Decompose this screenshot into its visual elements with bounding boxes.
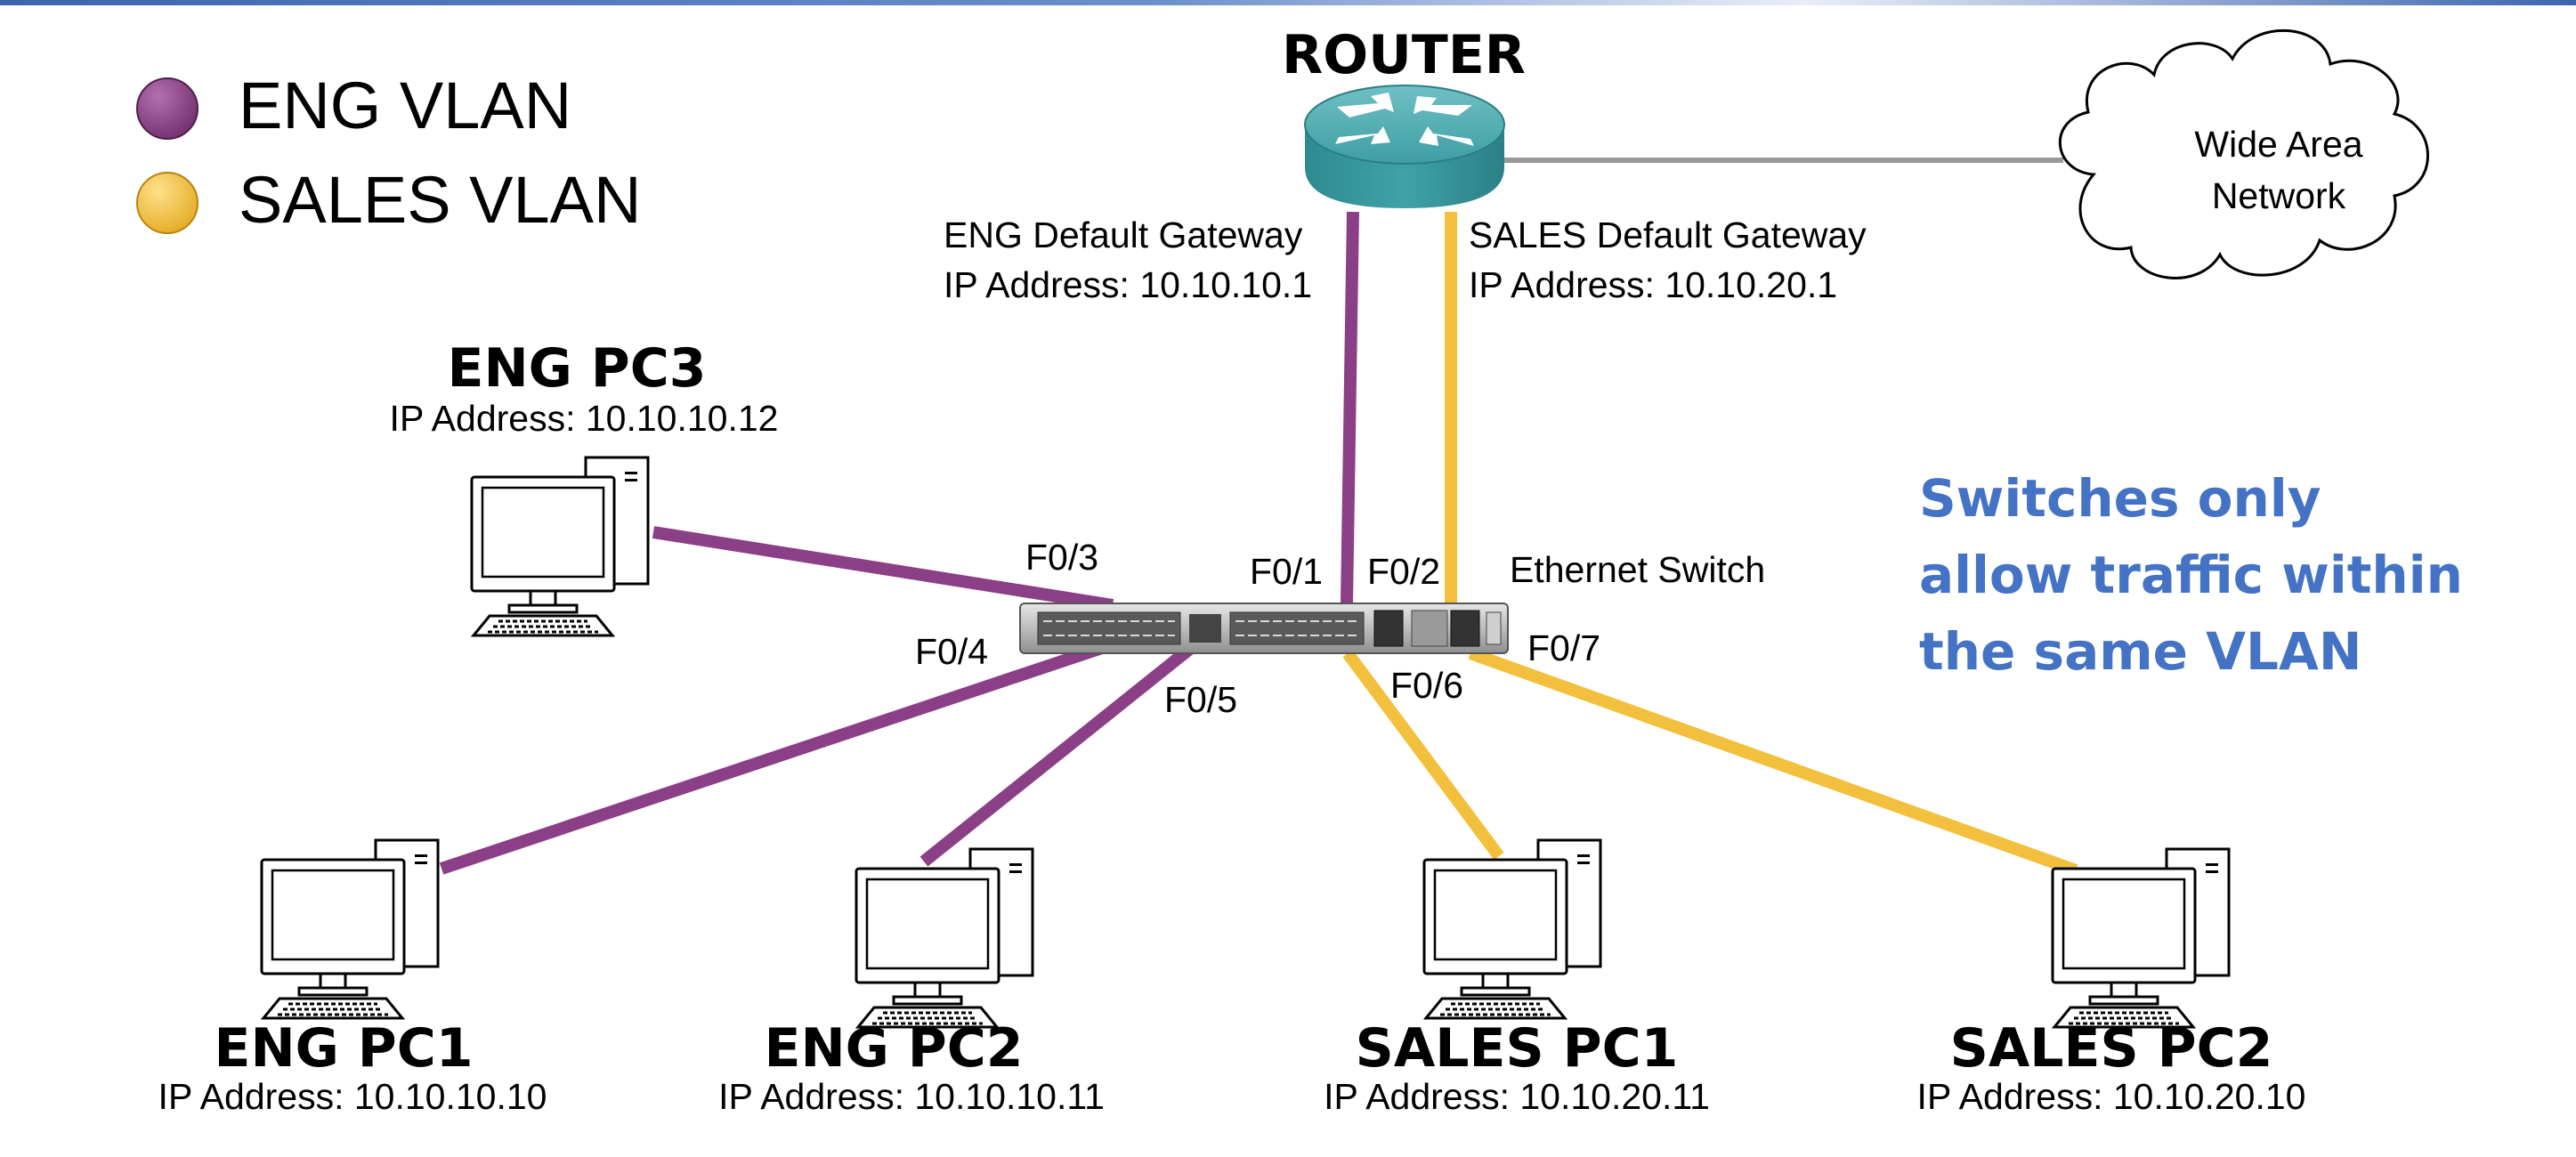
port-f02: F0/2 <box>1367 551 1440 592</box>
note-line3: the same VLAN <box>1919 621 2361 682</box>
wan-label-line2: Network <box>2212 175 2346 216</box>
port-f04: F0/4 <box>915 631 988 672</box>
router: ROUTER <box>1282 24 1526 208</box>
computer-icon <box>855 847 1034 1029</box>
router-title: ROUTER <box>1282 24 1526 86</box>
note-line1: Switches only <box>1919 468 2321 529</box>
wan-label-line1: Wide Area <box>2194 124 2362 165</box>
sales-pc1-link <box>1342 649 1504 861</box>
sales-pc2: SALES PC2 IP Address: 10.10.20.10 <box>1917 847 2306 1117</box>
eng-pc3-ip: IP Address: 10.10.10.12 <box>390 398 779 439</box>
sales-pc1-ip: IP Address: 10.10.20.11 <box>1324 1076 1710 1117</box>
eng-gateway-label: ENG Default Gateway IP Address: 10.10.10… <box>944 214 1312 305</box>
eng-pc3: ENG PC3 IP Address: 10.10.10.12 <box>390 337 779 637</box>
port-f07: F0/7 <box>1527 627 1600 668</box>
computer-icon <box>1422 838 1602 1020</box>
switch-icon <box>1019 603 1509 654</box>
sales-gateway-line2: IP Address: 10.10.20.1 <box>1469 264 1837 305</box>
vlan-note: Switches only allow traffic within the s… <box>1919 468 2463 682</box>
sales-gateway-line1: SALES Default Gateway <box>1469 214 1867 255</box>
eng-pc3-link <box>652 526 1114 611</box>
eng-vlan-legend-label: ENG VLAN <box>239 69 571 142</box>
port-f05: F0/5 <box>1164 679 1237 720</box>
sales-vlan-legend-dot <box>136 172 198 234</box>
eng-pc1-name: ENG PC1 <box>214 1017 473 1080</box>
computer-icon <box>470 456 650 637</box>
legend: ENG VLAN SALES VLAN <box>136 69 641 237</box>
eng-pc2-ip: IP Address: 10.10.10.11 <box>718 1076 1105 1117</box>
eng-pc3-name: ENG PC3 <box>447 337 706 400</box>
sales-pc2-link <box>1468 647 2078 877</box>
wan-cloud: Wide Area Network <box>2058 29 2429 279</box>
eng-vlan-legend-dot <box>136 77 198 140</box>
sales-pc1-name: SALES PC1 <box>1356 1017 1679 1080</box>
eng-pc1-ip: IP Address: 10.10.10.10 <box>158 1076 547 1117</box>
eng-trunk-router-link <box>1341 211 1359 604</box>
router-icon <box>1304 85 1505 208</box>
eng-pc1: ENG PC1 IP Address: 10.10.10.10 <box>158 838 547 1117</box>
port-labels: F0/1 F0/2 F0/3 F0/4 F0/5 F0/6 F0/7 <box>915 537 1600 720</box>
ethernet-switch: Ethernet Switch <box>1019 549 1765 654</box>
eng-gateway-line1: ENG Default Gateway <box>944 214 1303 255</box>
computer-icon <box>260 838 440 1020</box>
top-bar <box>0 0 2576 5</box>
eng-pc1-link <box>439 642 1105 875</box>
port-f06: F0/6 <box>1390 665 1463 706</box>
eng-pc2-name: ENG PC2 <box>764 1017 1023 1080</box>
sales-pc2-name: SALES PC2 <box>1950 1017 2273 1080</box>
eng-pc2: ENG PC2 IP Address: 10.10.10.11 <box>718 847 1105 1117</box>
sales-pc2-ip: IP Address: 10.10.20.10 <box>1917 1076 2306 1117</box>
sales-gateway-label: SALES Default Gateway IP Address: 10.10.… <box>1469 214 1867 305</box>
sales-pc1: SALES PC1 IP Address: 10.10.20.11 <box>1324 838 1710 1117</box>
port-f03: F0/3 <box>1025 537 1098 578</box>
eng-gateway-line2: IP Address: 10.10.10.1 <box>944 264 1312 305</box>
port-f01: F0/1 <box>1250 551 1323 592</box>
computer-icon <box>2051 847 2231 1029</box>
switch-label: Ethernet Switch <box>1510 549 1765 590</box>
eng-pc2-link <box>919 643 1195 867</box>
cloud-icon <box>2058 29 2429 279</box>
note-line2: allow traffic within <box>1919 545 2463 605</box>
links <box>439 158 2078 877</box>
sales-vlan-legend-label: SALES VLAN <box>239 163 641 237</box>
